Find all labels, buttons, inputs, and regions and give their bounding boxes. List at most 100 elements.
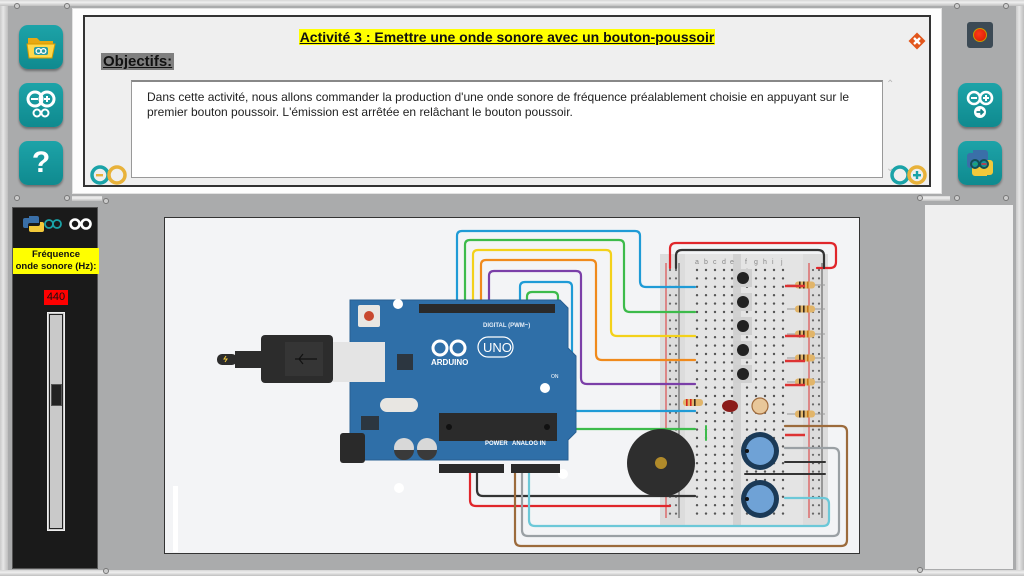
resistors: [683, 281, 825, 437]
pushbuttons: [734, 269, 752, 383]
frame-rail-bottom: [0, 570, 1024, 576]
wire: [479, 258, 697, 362]
wire: [487, 269, 697, 386]
breadboard-column-label: g: [754, 259, 758, 266]
resistor: [795, 305, 815, 313]
arduino-board-button[interactable]: [19, 83, 63, 127]
activity-title: Activité 3 : Emettre une onde sonore ave…: [298, 29, 716, 45]
pushbutton-cap: [737, 296, 749, 308]
wire: [527, 466, 831, 528]
arduino-infinity-logo: [890, 165, 927, 185]
screw-decoration: [917, 195, 923, 201]
breadboard-column-label: e: [730, 259, 734, 266]
wire: [520, 446, 841, 538]
screw-decoration: [103, 568, 109, 574]
question-icon: ?: [31, 146, 51, 179]
power-header-label: POWER: [485, 441, 508, 447]
frame-rail-left: [0, 0, 8, 576]
breadboard-column-label: f: [745, 259, 747, 266]
python-arduino-icon: [967, 150, 993, 176]
canvas-scroll-marker: [173, 486, 178, 552]
board-model-label: UNO: [483, 340, 512, 355]
screw-decoration: [64, 3, 70, 9]
screw-decoration: [103, 198, 109, 204]
red-stop-icon: [973, 28, 987, 42]
objectives-heading: Objectifs:: [101, 53, 175, 70]
screw-decoration: [1003, 195, 1009, 201]
frame-divider: [920, 196, 950, 201]
screw-decoration: [954, 3, 960, 9]
breadboard-column-label: j: [780, 259, 783, 266]
breadboard-column-label: d: [722, 259, 726, 266]
breadboard-column-label: c: [713, 259, 717, 266]
breadboard-column-label: h: [763, 259, 767, 266]
breadboard-column-label: a: [695, 259, 699, 266]
breadboard-column-label: i: [772, 259, 774, 266]
right-side-panel: [925, 205, 1013, 569]
wire: [513, 424, 849, 548]
arduino-folder-icon: [26, 38, 56, 59]
screw-decoration: [917, 567, 923, 573]
wire: [455, 229, 697, 306]
upload-button[interactable]: [958, 83, 1002, 127]
open-folder-button[interactable]: [19, 25, 63, 69]
description-line: premier bouton poussoir. L'émission est …: [147, 105, 573, 119]
frequency-control-panel: Fréquence onde sonore (Hz): 440: [12, 207, 99, 569]
python-button[interactable]: [958, 141, 1002, 185]
description-textbox[interactable]: Dans cette activité, nous allons command…: [131, 80, 883, 178]
frame-rail-top: [0, 0, 1024, 6]
piezo-buzzer: [627, 429, 695, 497]
arduino-upload-icon: [966, 90, 994, 118]
frame-divider: [72, 196, 102, 201]
photoresistor: [751, 397, 769, 415]
arduino-uno-board: DIGITAL (PWM~) ARDUINO UNO ON POW: [340, 299, 577, 493]
scroll-up-arrow[interactable]: ⌃: [886, 79, 895, 90]
wire: [463, 238, 697, 314]
close-icon[interactable]: [907, 31, 927, 51]
red-led: [722, 400, 738, 412]
potentiometer: [741, 432, 779, 470]
python-arduino-logo: [23, 216, 92, 232]
activity-frame: Activité 3 : Emettre une onde sonore ave…: [83, 15, 931, 187]
help-button[interactable]: ?: [19, 141, 63, 185]
resistor: [795, 410, 815, 418]
stop-button[interactable]: [967, 22, 993, 48]
breadboard-column-label: b: [704, 259, 708, 266]
pushbutton-cap: [737, 320, 749, 332]
activity-panel: Activité 3 : Emettre une onde sonore ave…: [72, 8, 942, 194]
pushbutton-cap: [737, 272, 749, 284]
wire: [668, 241, 838, 270]
wire: [468, 466, 672, 508]
wire: [475, 466, 697, 498]
wires: [455, 229, 849, 548]
analog-header-label: ANALOG IN: [512, 441, 546, 447]
screw-decoration: [954, 195, 960, 201]
arduino-infinity-logo: [90, 165, 127, 185]
wire: [471, 248, 697, 338]
screw-decoration: [64, 195, 70, 201]
screw-decoration: [1003, 3, 1009, 9]
potentiometer: [741, 480, 779, 518]
scroll-down-arrow[interactable]: ⌄: [886, 163, 895, 174]
usb-cable: [217, 335, 385, 383]
wire: [674, 248, 826, 270]
screw-decoration: [14, 3, 20, 9]
slider-thumb[interactable]: [51, 384, 62, 407]
arduino-logo-icon: [26, 90, 56, 118]
resistor: [683, 399, 703, 406]
frame-rail-right: [1016, 0, 1024, 576]
frequency-label: Fréquence onde sonore (Hz):: [13, 248, 99, 274]
on-led-label: ON: [551, 374, 559, 380]
frequency-slider[interactable]: [47, 312, 65, 531]
pushbutton-cap: [737, 344, 749, 356]
pushbutton-cap: [737, 368, 749, 380]
board-name-label: ARDUINO: [431, 358, 468, 367]
frequency-value: 440: [44, 290, 68, 305]
digital-header-label: DIGITAL (PWM~): [483, 323, 530, 329]
description-line: Dans cette activité, nous allons command…: [147, 90, 850, 104]
screw-decoration: [14, 195, 20, 201]
